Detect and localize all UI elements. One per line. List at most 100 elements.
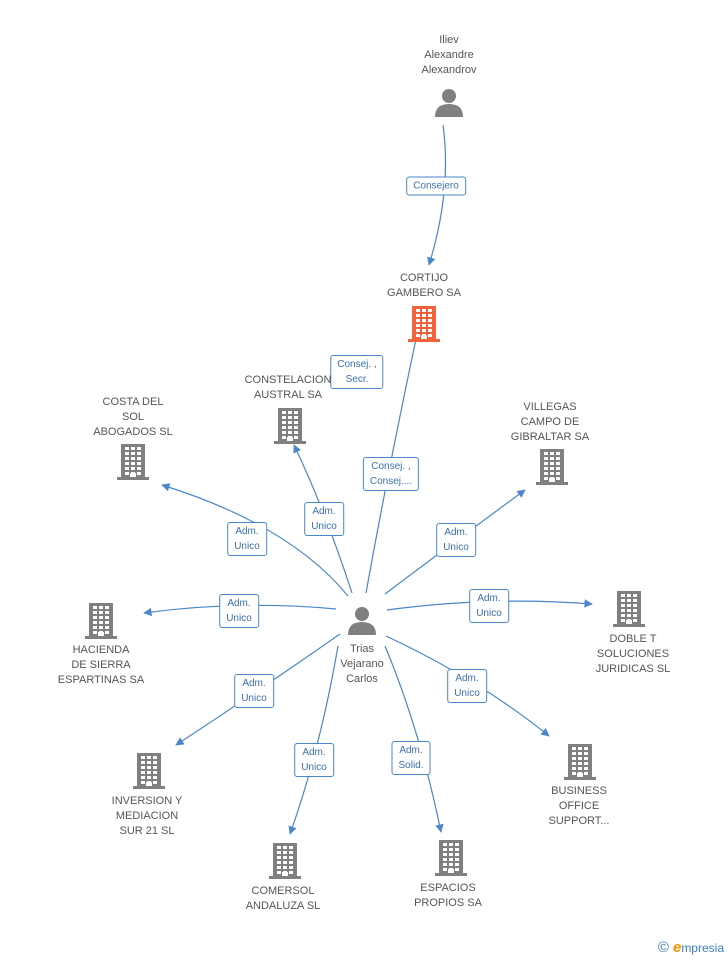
- edge-label-main_company-text: Consej....: [369, 476, 413, 487]
- company-name-espacios-line: ESPACIOS: [420, 882, 476, 894]
- company-name-doble-line: SOLUCIONES: [596, 648, 670, 660]
- edge-label-constelacion[interactable]: Adm. Unico: [304, 502, 344, 536]
- company-name-comersol-line: COMERSOL: [251, 885, 315, 897]
- edge-label-villegas-text: Adm.: [444, 527, 468, 538]
- edge-label-doble[interactable]: Adm. Unico: [469, 589, 509, 623]
- edge-label-comersol-text: Adm.: [302, 747, 326, 758]
- edge-label-hacienda-text: Unico: [226, 613, 252, 624]
- icon-layer: [85, 89, 645, 879]
- company-name-constelacion[interactable]: CONSTELACION AUSTRAL SA: [245, 373, 332, 403]
- company-name-constelacion-line: CONSTELACION: [244, 374, 332, 386]
- edge-label-hacienda-text: Adm.: [227, 598, 251, 609]
- main-company-name[interactable]: CORTIJO GAMBERO SA: [387, 271, 461, 301]
- edge-label-main_company-text: Consej. ,: [371, 461, 411, 472]
- company-name-doble-line: DOBLE T: [609, 633, 657, 645]
- building-icon[interactable]: [274, 408, 306, 444]
- edge-label-espacios[interactable]: Adm. Solid.: [391, 741, 431, 775]
- brand-footer[interactable]: © empresia: [658, 939, 724, 956]
- company-name-doble[interactable]: DOBLE T SOLUCIONES JURIDICAS SL: [596, 632, 671, 677]
- edge-label-comersol-text: Unico: [301, 762, 327, 773]
- building-icon[interactable]: [269, 843, 301, 879]
- main-company-name-line: GAMBERO SA: [387, 287, 461, 299]
- brand-logo: empresia: [673, 939, 724, 956]
- edge-comersol: [288, 645, 339, 835]
- brand-name: mpresia: [681, 941, 724, 955]
- edge-label-constelacion-text: Adm.: [312, 506, 336, 517]
- edge-label-villegas[interactable]: Adm. Unico: [436, 523, 476, 557]
- building-icon[interactable]: [408, 306, 440, 342]
- edge-label-espacios-text: Solid.: [398, 760, 424, 771]
- company-name-costa-line: ABOGADOS SL: [93, 426, 173, 438]
- edge-label-constelacion_secr-text: Consej. ,: [337, 359, 377, 370]
- building-icon[interactable]: [117, 444, 149, 480]
- edge-label-comersol[interactable]: Adm. Unico: [294, 743, 334, 777]
- center-person-name-line: Trias: [349, 643, 375, 655]
- edge-label-doble-text: Unico: [476, 608, 502, 619]
- building-icon[interactable]: [435, 840, 467, 876]
- edge-label-inversion[interactable]: Adm. Unico: [234, 674, 274, 708]
- company-name-hacienda[interactable]: HACIENDA DE SIERRA ESPARTINAS SA: [58, 643, 144, 688]
- company-name-hacienda-line: HACIENDA: [72, 644, 130, 656]
- person-icon[interactable]: [348, 607, 376, 635]
- edge-label-business[interactable]: Adm. Unico: [447, 669, 487, 703]
- main-company-name-line: CORTIJO: [399, 272, 449, 284]
- edge-label-main_company-text: Consejero: [413, 180, 459, 192]
- edge-label-espacios-text: Adm.: [399, 745, 423, 756]
- top-person-name-line: Alexandre: [424, 49, 474, 61]
- company-name-espacios[interactable]: ESPACIOS PROPIOS SA: [414, 881, 482, 911]
- company-name-comersol[interactable]: COMERSOL ANDALUZA SL: [246, 884, 321, 914]
- company-name-constelacion-line: AUSTRAL SA: [253, 389, 323, 401]
- building-icon[interactable]: [133, 753, 165, 789]
- company-name-business-line: OFFICE: [558, 800, 600, 812]
- copyright-symbol: ©: [657, 939, 669, 956]
- center-person-name-line: Carlos: [346, 673, 378, 685]
- company-name-costa-line: COSTA DEL: [102, 396, 164, 408]
- edge-label-main_company[interactable]: Consejero: [406, 176, 466, 196]
- company-name-hacienda-line: ESPARTINAS SA: [57, 674, 145, 686]
- edge-label-constelacion_secr[interactable]: Consej. , Secr.: [330, 355, 384, 389]
- edge-label-inversion-text: Unico: [241, 693, 267, 704]
- company-name-villegas-line: CAMPO DE: [520, 416, 580, 428]
- edge-label-doble-text: Adm.: [477, 593, 501, 604]
- edge-label-costa[interactable]: Adm. Unico: [227, 522, 267, 556]
- brand-initial: e: [672, 939, 682, 956]
- company-name-business-line: BUSINESS: [551, 785, 607, 797]
- company-name-inversion-line: MEDIACION: [115, 810, 179, 822]
- edge-label-villegas-text: Unico: [443, 542, 469, 553]
- edge-espacios: [384, 645, 444, 833]
- edge-label-inversion-text: Adm.: [242, 678, 266, 689]
- company-name-doble-line: JURIDICAS SL: [595, 663, 671, 675]
- edge-label-costa-text: Unico: [234, 541, 260, 552]
- company-name-villegas-line: VILLEGAS: [523, 401, 577, 413]
- company-name-inversion-line: INVERSION Y: [111, 795, 183, 807]
- company-name-hacienda-line: DE SIERRA: [71, 659, 131, 671]
- company-name-business-line: SUPPORT...: [548, 815, 610, 827]
- edge-label-business-text: Unico: [454, 688, 480, 699]
- building-icon[interactable]: [85, 603, 117, 639]
- edge-costa: [161, 483, 349, 597]
- edge-label-hacienda[interactable]: Adm. Unico: [219, 594, 259, 628]
- edge-label-business-text: Adm.: [455, 673, 479, 684]
- edge-label-main_company[interactable]: Consej. , Consej....: [362, 457, 420, 491]
- company-name-business[interactable]: BUSINESS OFFICE SUPPORT...: [549, 784, 610, 829]
- company-name-espacios-line: PROPIOS SA: [414, 897, 482, 909]
- edge-label-constelacion-text: Unico: [311, 521, 337, 532]
- top-person-name-line: Iliev: [439, 34, 459, 46]
- top-person-name-line: Alexandrov: [421, 64, 477, 76]
- person-icon[interactable]: [435, 89, 463, 117]
- edge-label-constelacion_secr-text: Secr.: [345, 374, 369, 385]
- building-icon[interactable]: [536, 449, 568, 485]
- company-name-costa-line: SOL: [121, 411, 145, 423]
- company-name-comersol-line: ANDALUZA SL: [245, 900, 321, 912]
- company-name-villegas-line: GIBRALTAR SA: [510, 431, 590, 443]
- building-icon[interactable]: [613, 591, 645, 627]
- building-icon[interactable]: [564, 744, 596, 780]
- company-name-villegas[interactable]: VILLEGAS CAMPO DE GIBRALTAR SA: [511, 400, 589, 445]
- edge-label-costa-text: Adm.: [235, 526, 259, 537]
- center-person-name-line: Vejarano: [340, 658, 384, 670]
- company-name-costa[interactable]: COSTA DEL SOL ABOGADOS SL: [93, 395, 172, 440]
